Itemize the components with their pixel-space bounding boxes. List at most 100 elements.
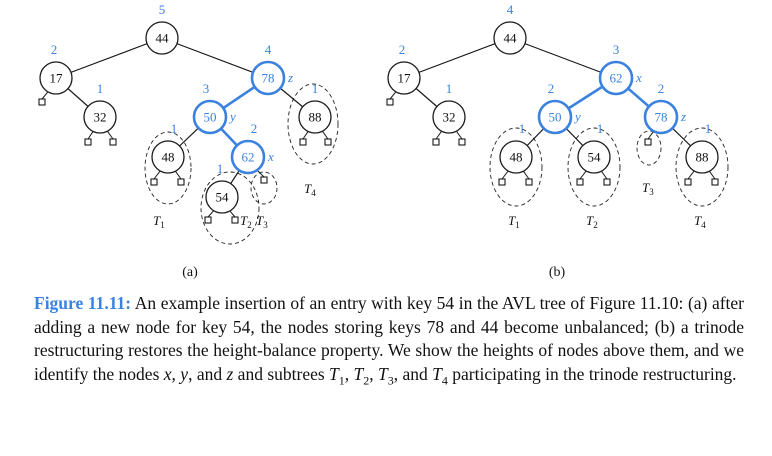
node-height: 1 bbox=[171, 121, 178, 136]
node-height: 2 bbox=[51, 42, 58, 57]
subtree-outline bbox=[250, 171, 278, 205]
node-height: 1 bbox=[519, 121, 526, 136]
caption-text: , bbox=[171, 363, 181, 384]
node-height: 1 bbox=[446, 81, 453, 96]
node-height: 2 bbox=[548, 81, 555, 96]
subtree-outline bbox=[489, 127, 543, 207]
null-leaf bbox=[458, 138, 466, 146]
leaf-edge bbox=[647, 130, 655, 140]
caption-text: , bbox=[369, 363, 379, 384]
null-leaf bbox=[109, 138, 117, 146]
avl-node: 445 bbox=[145, 2, 179, 55]
node-height: 1 bbox=[705, 121, 712, 136]
leaf-edge bbox=[522, 170, 530, 180]
avl-node: 88 1 bbox=[685, 121, 719, 174]
subtree-label: T2 bbox=[240, 213, 252, 230]
subtree-label: T1 bbox=[153, 213, 165, 230]
node-circle bbox=[205, 180, 239, 214]
avl-node: 481 bbox=[499, 121, 533, 174]
node-key: 88 bbox=[696, 150, 709, 165]
caption-text: , and bbox=[393, 363, 433, 384]
panel-label: (a) bbox=[182, 265, 198, 280]
node-circle bbox=[685, 140, 719, 174]
node-key: 32 bbox=[94, 110, 107, 125]
tree-edge bbox=[509, 37, 617, 79]
node-role-label: z bbox=[287, 70, 293, 85]
leaf-edge bbox=[455, 130, 463, 140]
node-circle bbox=[151, 140, 185, 174]
node-key: 62 bbox=[242, 150, 255, 165]
leaf-edge bbox=[229, 210, 236, 218]
null-leaf bbox=[498, 178, 506, 186]
leaf-edge bbox=[708, 170, 716, 180]
leaf-edge bbox=[41, 91, 49, 100]
leaf-edge bbox=[302, 131, 309, 140]
caption-text: y bbox=[180, 363, 189, 384]
leaf-edge bbox=[501, 170, 509, 180]
caption-text: 2 bbox=[363, 373, 370, 387]
node-circle bbox=[192, 99, 228, 135]
node-height: 4 bbox=[265, 42, 272, 57]
node-key: 32 bbox=[443, 110, 456, 125]
leaf-edge bbox=[579, 170, 587, 180]
panel-label: (b) bbox=[549, 265, 566, 280]
null-leaf bbox=[150, 178, 158, 186]
leaf-edge bbox=[389, 91, 397, 100]
node-height: 2 bbox=[658, 81, 665, 96]
node-key: 50 bbox=[549, 110, 562, 125]
subtree-outline bbox=[144, 131, 192, 205]
node-height: 2 bbox=[399, 42, 406, 57]
node-role-label: x bbox=[635, 70, 642, 85]
node-key: 54 bbox=[216, 190, 230, 205]
node-height: 5 bbox=[159, 2, 166, 17]
null-leaf bbox=[711, 178, 719, 186]
node-height: 1 bbox=[312, 81, 319, 96]
avl-node: 481 bbox=[151, 121, 185, 174]
caption-text: z bbox=[226, 363, 234, 384]
null-leaf bbox=[299, 138, 307, 146]
node-key: 78 bbox=[262, 71, 275, 86]
null-leaf bbox=[432, 138, 440, 146]
caption-text: 3 bbox=[387, 373, 394, 387]
node-height: 2 bbox=[251, 121, 258, 136]
node-height: 1 bbox=[597, 121, 604, 136]
subtree-label: T4 bbox=[304, 181, 316, 198]
leaf-edge bbox=[106, 130, 114, 140]
caption-text: T bbox=[432, 363, 442, 384]
figure-caption: Figure 11.11: An example insertion of an… bbox=[34, 292, 744, 393]
caption-text: T bbox=[378, 363, 388, 384]
subtree-label: T3 bbox=[256, 213, 268, 230]
subtree-outline bbox=[200, 171, 260, 245]
avl-node: 541 bbox=[577, 121, 611, 174]
subtree-label: T3 bbox=[642, 180, 654, 197]
node-role-label: z bbox=[680, 109, 686, 124]
node-circle bbox=[432, 100, 466, 134]
leaf-edge bbox=[87, 131, 94, 140]
avl-node: 17 2 bbox=[39, 42, 73, 95]
subtree-outline bbox=[567, 127, 621, 207]
caption-text: T bbox=[353, 363, 364, 384]
caption-text: x bbox=[163, 363, 172, 384]
caption-text: An example insertion of an entry with ke… bbox=[34, 293, 744, 384]
node-circle bbox=[250, 60, 286, 96]
node-height: 1 bbox=[217, 161, 224, 176]
avl-node: 32 1 bbox=[432, 81, 466, 134]
caption-text: 1 bbox=[338, 373, 345, 387]
node-key: 78 bbox=[655, 110, 668, 125]
null-leaf bbox=[177, 178, 185, 186]
null-leaf bbox=[204, 216, 212, 224]
tree-edge bbox=[403, 37, 511, 79]
node-circle bbox=[643, 99, 679, 135]
avl-node: 444 bbox=[493, 2, 527, 55]
null-leaf bbox=[324, 138, 332, 146]
caption-text: T bbox=[329, 363, 339, 384]
node-key: 17 bbox=[398, 71, 412, 86]
subtree-outline bbox=[675, 127, 729, 207]
node-key: 17 bbox=[50, 71, 64, 86]
node-circle bbox=[39, 61, 73, 95]
node-circle bbox=[387, 61, 421, 95]
